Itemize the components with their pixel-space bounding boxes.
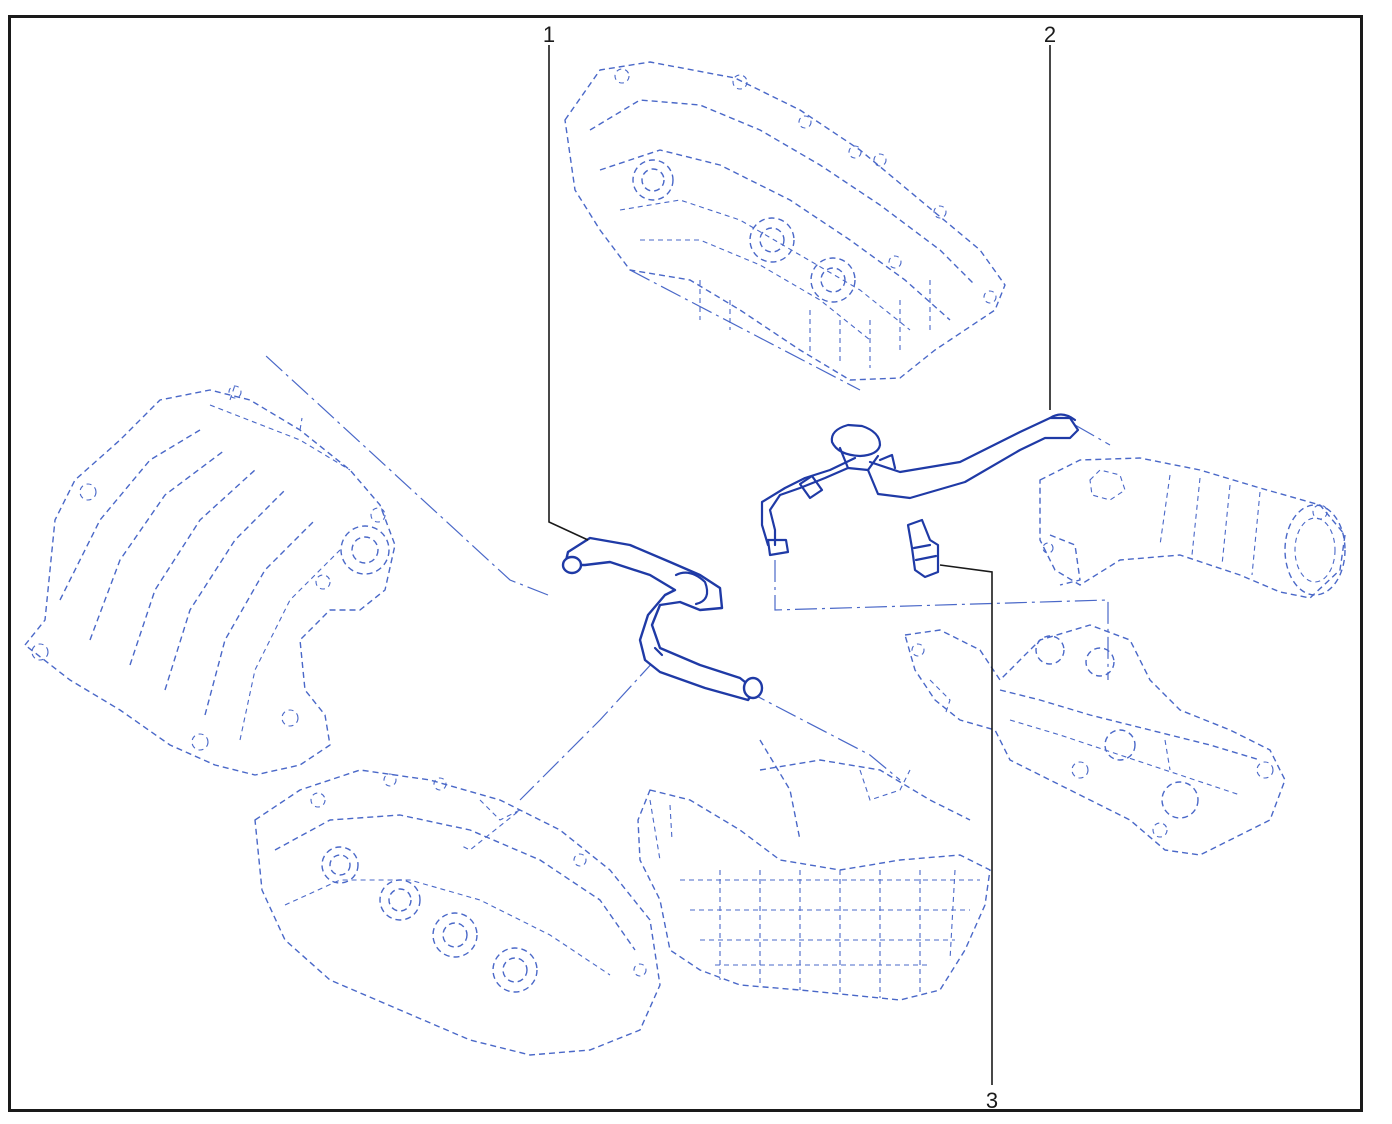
breather-hose-part-2 — [760, 413, 1080, 557]
oil-pan-ghost — [637, 739, 991, 1001]
intake-manifold-ghost — [24, 384, 396, 776]
leader-line-1 — [548, 45, 589, 541]
leader-line-3 — [939, 564, 993, 1085]
callout-leaders — [548, 45, 1051, 1085]
callout-1: 1 — [543, 22, 555, 47]
exhaust-manifold-ghost — [904, 624, 1286, 856]
diagram-frame — [8, 15, 1363, 1112]
phantom-lines — [264, 269, 1111, 801]
callout-3: 3 — [986, 1088, 998, 1113]
callout-2: 2 — [1044, 22, 1056, 47]
pcv-hose-part-1 — [561, 536, 764, 702]
cylinder-head-ghost — [254, 769, 661, 1056]
sensor-part-3 — [906, 518, 940, 579]
cylinder-head-cover-ghost — [564, 61, 1006, 381]
throttle-body-ghost — [1039, 457, 1346, 599]
